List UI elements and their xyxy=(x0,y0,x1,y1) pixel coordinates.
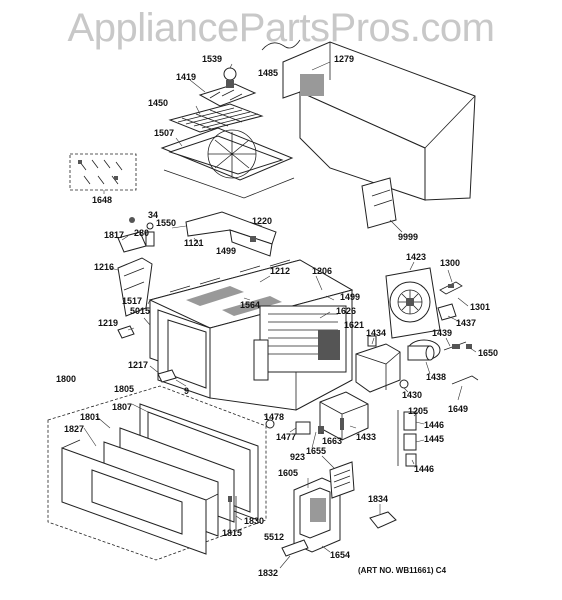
part-label-1301: 1301 xyxy=(470,302,490,312)
part-label-1279: 1279 xyxy=(334,54,354,64)
part-label-1477: 1477 xyxy=(276,432,296,442)
hardware-kit xyxy=(69,153,137,191)
part-label-1205: 1205 xyxy=(408,406,428,416)
part-label-1430: 1430 xyxy=(402,390,422,400)
small-components xyxy=(265,419,324,435)
part-label-1433: 1433 xyxy=(356,432,376,442)
part-label-1212: 1212 xyxy=(270,266,290,276)
part-label-1507: 1507 xyxy=(154,128,174,138)
fan-motor-assembly xyxy=(385,267,441,339)
part-label-1800: 1800 xyxy=(56,374,76,384)
thermal-switch xyxy=(439,281,463,295)
part-label-1445: 1445 xyxy=(424,434,444,444)
magnetron xyxy=(355,335,401,393)
part-label-1216: 1216 xyxy=(94,262,114,272)
part-label-1817: 1817 xyxy=(104,230,124,240)
label-card xyxy=(361,177,403,233)
part-label-1663: 1663 xyxy=(322,436,342,446)
part-number-labels: 1485 1279 1539 1419 1450 1507 1648 9999 … xyxy=(56,54,498,578)
top-brackets xyxy=(185,211,277,257)
part-label-1220: 1220 xyxy=(252,216,272,226)
part-label-1621: 1621 xyxy=(344,320,364,330)
part-label-1650: 1650 xyxy=(478,348,498,358)
wire-harness xyxy=(261,39,301,51)
wire-lead xyxy=(451,375,479,385)
part-label-1805: 1805 xyxy=(114,384,134,394)
part-label-1300: 1300 xyxy=(440,258,460,268)
outer-case xyxy=(282,41,476,201)
part-label-34: 34 xyxy=(148,210,158,220)
part-label-1830: 1830 xyxy=(244,516,264,526)
part-label-1517: 1517 xyxy=(122,296,142,306)
part-label-1499-top: 1499 xyxy=(216,246,236,256)
leader-lines xyxy=(83,63,477,569)
grille-rack xyxy=(168,103,264,133)
part-label-1832: 1832 xyxy=(258,568,278,578)
part-label-1539: 1539 xyxy=(202,54,222,64)
part-label-1485: 1485 xyxy=(258,68,278,78)
part-label-1206: 1206 xyxy=(312,266,332,276)
door-handle-part xyxy=(281,539,309,557)
fuse xyxy=(399,379,409,389)
part-label-1649: 1649 xyxy=(448,404,468,414)
part-label-1446-lower: 1446 xyxy=(414,464,434,474)
part-label-1564: 1564 xyxy=(240,300,260,310)
art-number-note: (ART NO. WB11661) C4 xyxy=(358,566,447,575)
part-label-1499-right: 1499 xyxy=(340,292,360,302)
part-label-9999: 9999 xyxy=(398,232,418,242)
part-label-1219: 1219 xyxy=(98,318,118,328)
part-label-1815: 1815 xyxy=(222,528,242,538)
part-label-1654: 1654 xyxy=(330,550,350,560)
latch-part xyxy=(369,511,397,529)
part-label-280: 280 xyxy=(134,228,149,238)
part-label-1648: 1648 xyxy=(92,195,112,205)
part-label-1827: 1827 xyxy=(64,424,84,434)
part-label-1438: 1438 xyxy=(426,372,446,382)
door-assembly xyxy=(47,385,267,561)
control-panel xyxy=(293,461,355,553)
part-label-923: 923 xyxy=(290,452,305,462)
oven-cavity-chassis xyxy=(148,259,354,411)
watermark-text: AppliancePartsPros.com xyxy=(67,6,495,50)
left-small-parts xyxy=(117,217,155,253)
part-label-5015: 5015 xyxy=(130,306,150,316)
capacitor xyxy=(407,339,441,361)
part-label-1439: 1439 xyxy=(432,328,452,338)
part-label-1423: 1423 xyxy=(406,252,426,262)
hinge-plate xyxy=(157,369,177,383)
part-label-1655: 1655 xyxy=(306,446,326,456)
diode xyxy=(443,341,472,351)
switch-bracket xyxy=(437,303,457,321)
part-label-1807: 1807 xyxy=(112,402,132,412)
part-label-1434: 1434 xyxy=(366,328,386,338)
side-bracket xyxy=(117,257,153,317)
oven-shelf xyxy=(160,127,295,199)
part-label-1605: 1605 xyxy=(278,468,298,478)
part-label-1801: 1801 xyxy=(80,412,100,422)
part-label-1437: 1437 xyxy=(456,318,476,328)
stirrer-motor xyxy=(198,67,257,107)
part-label-1450: 1450 xyxy=(148,98,168,108)
part-label-9: 9 xyxy=(184,386,189,396)
part-label-1834: 1834 xyxy=(368,494,388,504)
part-label-1217: 1217 xyxy=(128,360,148,370)
part-label-5512: 5512 xyxy=(264,532,284,542)
clip-part xyxy=(117,325,135,339)
part-label-1478: 1478 xyxy=(264,412,284,422)
part-label-1446-upper: 1446 xyxy=(424,420,444,430)
part-label-1550: 1550 xyxy=(156,218,176,228)
part-label-1626: 1626 xyxy=(336,306,356,316)
interlock-switches xyxy=(397,410,417,467)
part-label-1121: 1121 xyxy=(184,238,204,248)
part-label-1419: 1419 xyxy=(176,72,196,82)
